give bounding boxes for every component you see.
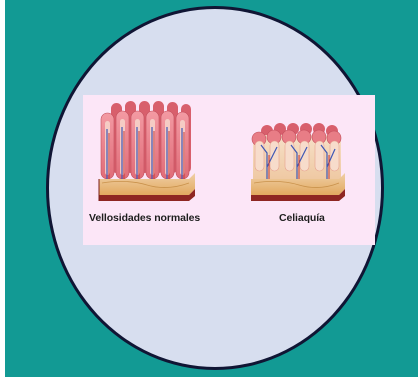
intestinal-villi-normal-icon [97,99,197,201]
label-celiac: Celiaquía [279,212,325,224]
intestinal-villi-atrophy-icon [249,123,347,201]
illustration-panel: Vellosidades normales Celiaquía [83,95,375,245]
label-normal-villi: Vellosidades normales [89,212,200,224]
